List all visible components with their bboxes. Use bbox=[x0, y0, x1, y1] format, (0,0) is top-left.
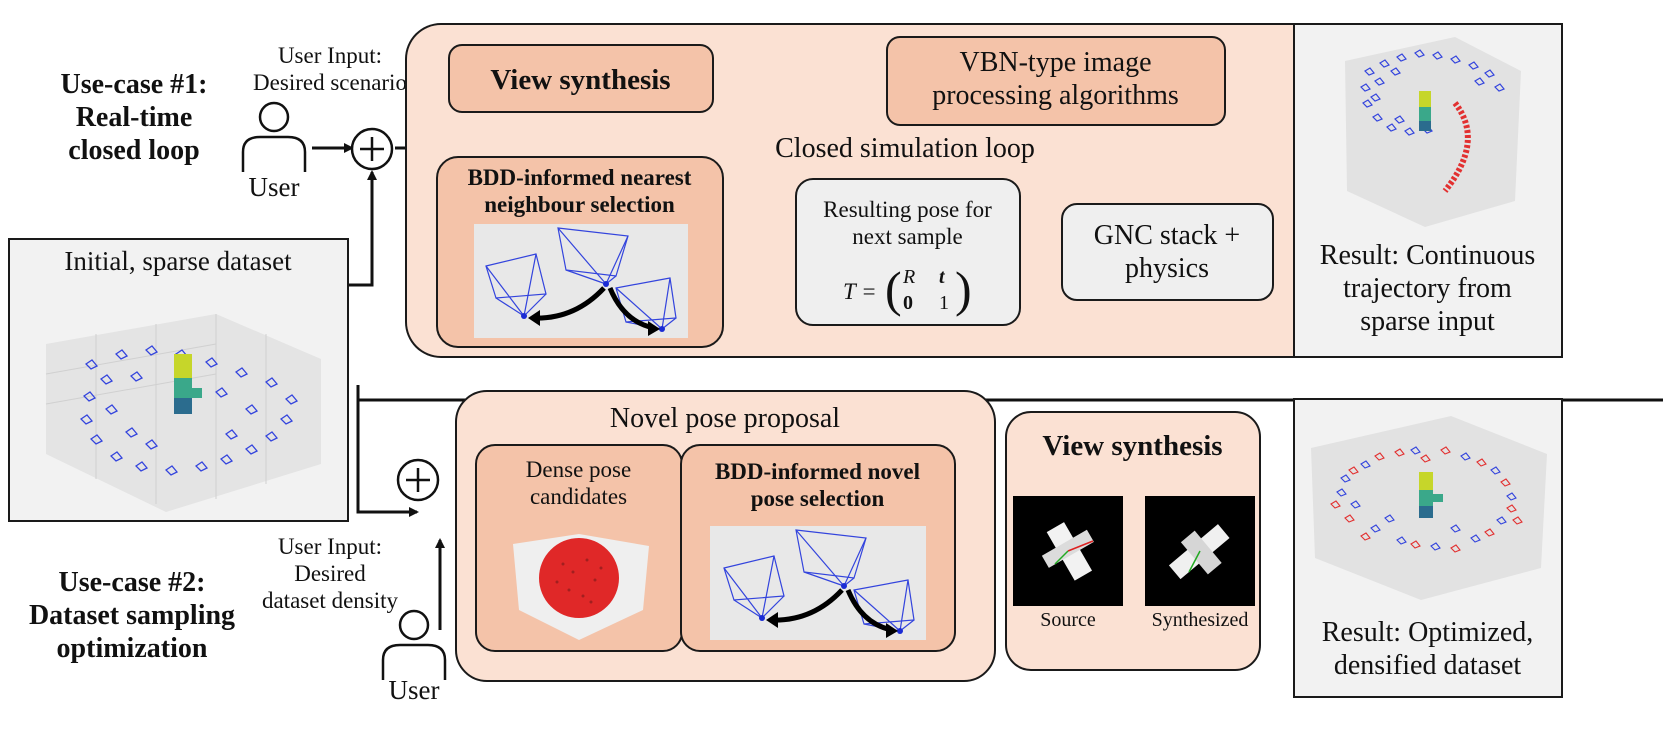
formula-1: 1 bbox=[939, 292, 949, 314]
usecase2-user-label: User bbox=[388, 675, 440, 705]
synthesized-label: Synthesized bbox=[1151, 609, 1249, 631]
bdd-novel-line2: pose selection bbox=[750, 486, 885, 512]
usecase2-user-input-line3: dataset density bbox=[261, 588, 399, 614]
view-synthesis-2-title: View synthesis bbox=[1042, 430, 1223, 462]
result1-line1: Result: Continuous bbox=[1319, 240, 1536, 271]
gnc-line1: GNC stack + bbox=[1093, 220, 1241, 251]
result2-line1: Result: Optimized, bbox=[1321, 617, 1534, 648]
gnc-box: GNC stack + physics bbox=[1061, 203, 1274, 301]
result1-line2: trajectory from bbox=[1343, 273, 1512, 305]
result2-panel: Result: Optimized, densified dataset bbox=[1293, 398, 1563, 698]
usecase2-user-input-line1: User Input: bbox=[277, 534, 383, 559]
gnc-label: GNC stack + physics bbox=[1063, 219, 1271, 285]
vbn-line1: VBN-type image bbox=[959, 47, 1152, 78]
source-image bbox=[1013, 496, 1123, 606]
proposal-caption: Novel pose proposal bbox=[609, 403, 841, 434]
result1-panel: Result: Continuous trajectory from spars… bbox=[1293, 23, 1563, 358]
usecase1-title-line2: Real-time bbox=[75, 102, 193, 134]
view-synthesis-box: View synthesis bbox=[448, 44, 714, 113]
usecase1-user-input-line1: User Input: bbox=[277, 43, 383, 68]
usecase2-user-input-line2: Desired bbox=[294, 561, 366, 587]
trajectory-plot bbox=[1345, 37, 1521, 227]
result2-line2: densified dataset bbox=[1333, 650, 1522, 682]
formula-right-paren: ) bbox=[955, 261, 972, 317]
formula-left-paren: ( bbox=[885, 261, 902, 317]
bdd-novel-label: BDD-informed novel pose selection bbox=[682, 458, 953, 512]
usecase2-title-line2: Dataset sampling bbox=[28, 600, 236, 632]
usecase1-title-line3: closed loop bbox=[68, 135, 200, 167]
dataset-to-plus1-arrow bbox=[348, 170, 377, 287]
formula-0: 0 bbox=[903, 292, 913, 314]
usecase1-title: Use-case #1: Real-time closed loop bbox=[14, 68, 254, 167]
pose-formula: T = ( R t 0 1 ) bbox=[843, 261, 983, 318]
usecase2-user-input: User Input: Desired dataset density bbox=[240, 533, 420, 614]
usecase2-title-line3: optimization bbox=[56, 633, 208, 665]
bdd-novel-line1: BDD-informed novel bbox=[714, 459, 921, 484]
usecase1-user-label: User bbox=[248, 172, 300, 202]
resulting-pose-box: Resulting pose for next sample T = ( R t… bbox=[795, 178, 1021, 326]
result1-line3: sparse input bbox=[1360, 306, 1495, 338]
source-label: Source bbox=[1040, 609, 1096, 631]
resulting-pose-label: Resulting pose for next sample bbox=[797, 196, 1018, 250]
initial-dataset-label: Initial, sparse dataset bbox=[64, 246, 292, 276]
dense-pose-line1: Dense pose bbox=[525, 457, 632, 482]
formula-R: R bbox=[903, 266, 916, 288]
usecase1-user-input: User Input: Desired scenario bbox=[235, 42, 425, 96]
usecase2-title-line1: Use-case #2: bbox=[58, 567, 206, 598]
bdd-nearest-box: BDD-informed nearest neighbour selection bbox=[436, 156, 724, 348]
densified-dataset-plot bbox=[1311, 416, 1547, 600]
sum-junction-icon bbox=[350, 127, 394, 171]
sparse-dataset-plot bbox=[45, 314, 321, 512]
user-icon-2 bbox=[381, 609, 447, 680]
synthesized-image bbox=[1145, 496, 1255, 606]
usecase1-title-line1: Use-case #1: bbox=[60, 69, 208, 100]
bdd-nearest-label: BDD-informed nearest neighbour selection bbox=[438, 164, 721, 218]
bdd-nearest-line2: neighbour selection bbox=[484, 192, 675, 218]
vbn-box: VBN-type image processing algorithms bbox=[886, 36, 1226, 126]
formula-t: t bbox=[939, 266, 945, 288]
gnc-line2: physics bbox=[1125, 253, 1209, 285]
user-icon bbox=[241, 101, 307, 172]
dense-pose-box: Dense pose candidates bbox=[475, 444, 683, 652]
usecase1-user-input-line2: Desired scenario bbox=[253, 70, 407, 96]
sum-junction-icon-2 bbox=[396, 458, 440, 502]
closed-loop-caption: Closed simulation loop bbox=[775, 133, 1035, 164]
bdd-novel-box: BDD-informed novel pose selection bbox=[680, 444, 956, 652]
vbn-label: VBN-type image processing algorithms bbox=[888, 46, 1223, 112]
formula-T: T = bbox=[843, 279, 877, 304]
usecase2-title: Use-case #2: Dataset sampling optimizati… bbox=[6, 566, 258, 665]
resulting-pose-line2: next sample bbox=[852, 224, 963, 250]
result2-label: Result: Optimized, densified dataset bbox=[1295, 616, 1560, 682]
bdd-nearest-line1: BDD-informed nearest bbox=[467, 165, 692, 190]
view-synthesis-label: View synthesis bbox=[490, 64, 671, 96]
initial-dataset-panel: Initial, sparse dataset bbox=[8, 238, 349, 522]
dense-pose-label: Dense pose candidates bbox=[477, 456, 680, 510]
view-synthesis-2-box: View synthesis Source Synthesized bbox=[1005, 411, 1261, 671]
novel-pose-illustration bbox=[710, 526, 926, 640]
dense-pose-line2: candidates bbox=[529, 484, 628, 510]
nearest-neighbour-illustration bbox=[474, 224, 688, 338]
dense-candidates-sphere bbox=[513, 534, 649, 640]
result1-label: Result: Continuous trajectory from spars… bbox=[1295, 239, 1560, 338]
resulting-pose-line1: Resulting pose for bbox=[823, 197, 992, 222]
vbn-line2: processing algorithms bbox=[932, 80, 1179, 112]
